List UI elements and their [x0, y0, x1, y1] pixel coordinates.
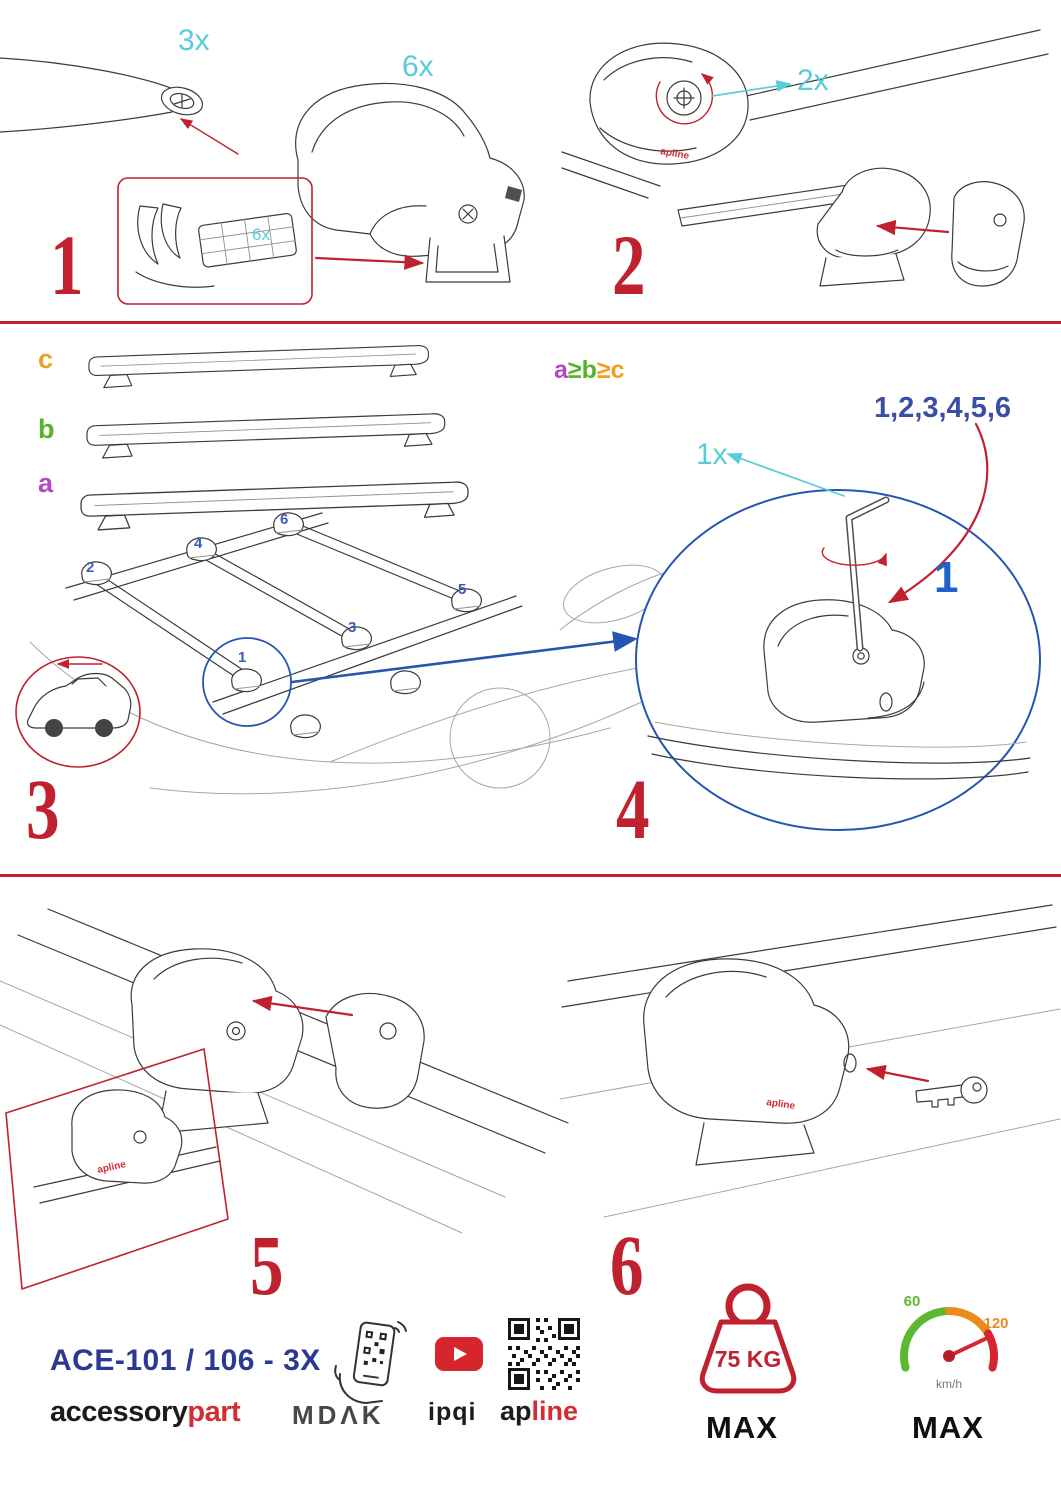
cover-slide-drawing — [0, 908, 569, 1234]
tightening-sequence-label: 1,2,3,4,5,6 — [874, 392, 1012, 424]
weight-limit-icon: 75 KG — [699, 1283, 797, 1394]
step1-number: 1 — [50, 217, 84, 313]
brand-part: part — [187, 1396, 241, 1428]
apline-line: line — [531, 1396, 579, 1426]
step5-number: 5 — [250, 1217, 284, 1313]
brand-accessory: accessory — [50, 1396, 188, 1428]
step3-4-illustration — [15, 345, 1041, 831]
first-step-highlight: 1 — [934, 553, 959, 602]
step3-number: 3 — [26, 761, 60, 857]
bar-size-label-b: b — [38, 414, 55, 444]
bar-size-label-c: c — [38, 344, 54, 374]
mount-position-4: 4 — [194, 535, 203, 552]
qty-6x-label: 6x — [402, 50, 434, 83]
speed-min-label: 60 — [904, 1293, 921, 1310]
foot-clamp-drawing — [295, 82, 525, 283]
speed-top-label: 120 — [983, 1315, 1008, 1332]
step5-inset: apline — [5, 1048, 229, 1290]
foot-screw-drawing: apline — [561, 29, 1049, 199]
step4-number: 4 — [616, 761, 650, 857]
step2-number: 2 — [612, 217, 646, 313]
qty-1x-label: 1x — [696, 438, 728, 471]
rubber-pad-inset — [117, 177, 425, 305]
apline-ap: ap — [500, 1396, 532, 1426]
size-order-formula: a≥b≥c — [554, 358, 625, 383]
formula-ge1: ≥ — [567, 356, 582, 384]
apline-wordmark: apline — [500, 1398, 578, 1425]
car-direction-inset — [15, 656, 141, 768]
section-divider-1 — [0, 321, 1061, 324]
mount-position-1: 1 — [238, 649, 247, 666]
section-divider-2 — [0, 874, 1061, 877]
key-drawing — [915, 1076, 988, 1108]
bar-size-chart — [80, 345, 469, 531]
speed-unit-label: km/h — [936, 1377, 962, 1391]
crossbar-drawing — [0, 57, 239, 155]
qr-code — [506, 1316, 582, 1392]
step1-2-illustration: apline — [0, 29, 1049, 305]
apline-mark: apline — [659, 146, 690, 162]
mdak-logo: MDΛK — [292, 1400, 385, 1430]
formula-b: b — [581, 356, 597, 384]
qty-pad-6x-label: 6x — [252, 225, 270, 244]
mount-position-3: 3 — [348, 619, 357, 636]
mount-position-5: 5 — [458, 581, 467, 598]
speed-max-label: MAX — [912, 1410, 984, 1445]
bar-size-label-a: a — [38, 468, 54, 498]
step6-number: 6 — [610, 1217, 644, 1313]
mount-position-2: 2 — [86, 559, 95, 576]
formula-c: c — [610, 356, 625, 384]
formula-ge2: ≥ — [596, 356, 611, 384]
model-number: ACE-101 / 106 - 3X — [50, 1344, 321, 1377]
formula-a: a — [554, 356, 568, 384]
lock-key-drawing: apline — [559, 904, 1061, 1218]
weight-max-label: MAX — [706, 1410, 778, 1445]
mount-position-6: 6 — [280, 511, 289, 528]
qty-3x-label: 3x — [178, 24, 210, 57]
qty-2x-label: 2x — [797, 64, 829, 97]
speed-limit-icon: 60 120 km/h — [899, 1293, 1009, 1391]
bar-endcap-assembly — [677, 167, 1025, 287]
tightening-detail — [635, 422, 1041, 831]
weight-value: 75 KG — [715, 1346, 781, 1372]
brand-wordmark: accessorypart — [50, 1396, 241, 1428]
youtube-icon — [435, 1337, 483, 1371]
apline-mark: apline — [766, 1097, 797, 1112]
step5-6-illustration: apline apline — [0, 904, 1061, 1290]
ipqi-logo: ipqi — [428, 1398, 477, 1426]
phone-scan-icon — [334, 1321, 407, 1404]
